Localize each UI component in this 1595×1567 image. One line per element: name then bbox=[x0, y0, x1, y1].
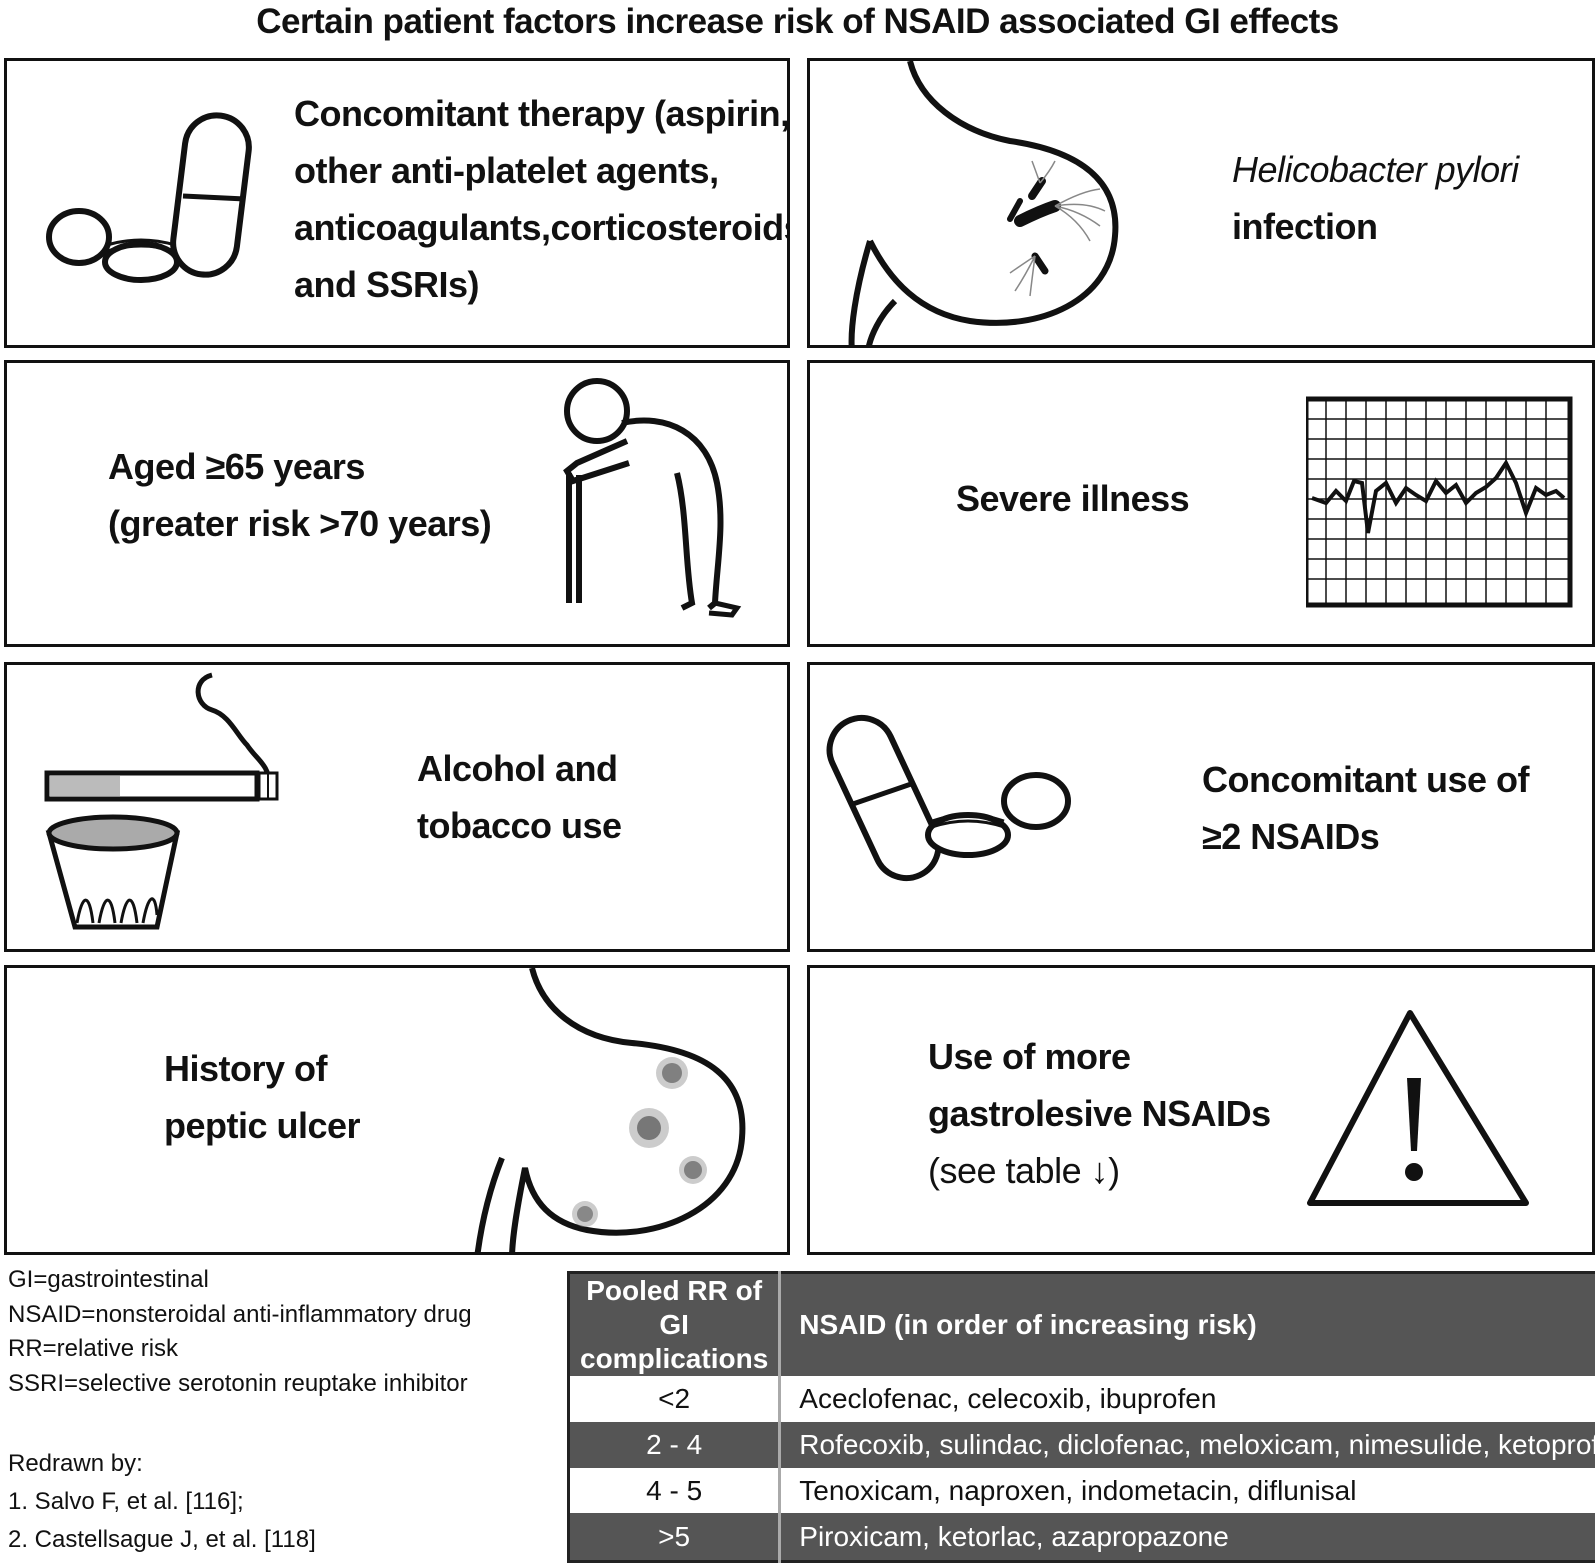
panel-h-pylori: Helicobacter pylori infection bbox=[807, 58, 1595, 348]
panel-severe-illness: Severe illness bbox=[807, 360, 1595, 647]
elderly-person-icon bbox=[563, 378, 742, 618]
legend-item: SSRI=selective serotonin reuptake inhibi… bbox=[8, 1369, 468, 1397]
h-pylori-text: Helicobacter pylori infection bbox=[1232, 141, 1519, 255]
text-line: Concomitant therapy (aspirin, bbox=[294, 93, 790, 134]
rr-cell: <2 bbox=[568, 1376, 782, 1422]
warning-triangle-icon bbox=[1307, 1010, 1529, 1206]
text-line: Aged ≥65 years bbox=[108, 446, 365, 487]
rr-cell: 4 - 5 bbox=[568, 1467, 782, 1514]
reference-item: 1. Salvo F, et al. [116]; bbox=[8, 1488, 244, 1515]
text-line: infection bbox=[1232, 206, 1378, 247]
cigarette-glass-icon bbox=[44, 672, 279, 930]
credits: Redrawn by: 1. Salvo F, et al. [116]; 2.… bbox=[8, 1445, 316, 1559]
legend-item: GI=gastrointestinal bbox=[8, 1266, 209, 1293]
pills-icon bbox=[46, 112, 252, 283]
nsaid-cell: Tenoxicam, naproxen, indometacin, diflun… bbox=[779, 1467, 1595, 1514]
nsaid-cell: Aceclofenac, celecoxib, ibuprofen bbox=[779, 1376, 1595, 1422]
text-line: Severe illness bbox=[956, 478, 1190, 519]
text-line: other anti-platelet agents, bbox=[294, 150, 719, 191]
stomach-ulcer-icon bbox=[474, 968, 746, 1252]
ecg-monitor-icon bbox=[1306, 396, 1573, 608]
text-line: Use of more bbox=[928, 1036, 1131, 1077]
two-nsaids-text: Concomitant use of ≥2 NSAIDs bbox=[1202, 751, 1530, 865]
text-line: Alcohol and bbox=[417, 748, 618, 789]
pills-icon bbox=[826, 714, 1071, 882]
legend-item: NSAID=nonsteroidal anti-inflammatory dru… bbox=[8, 1300, 472, 1328]
table-row: <2 Aceclofenac, celecoxib, ibuprofen bbox=[568, 1376, 1595, 1422]
nsaid-column-header: NSAID (in order of increasing risk) bbox=[779, 1272, 1595, 1376]
panel-peptic-ulcer: History of peptic ulcer bbox=[4, 965, 790, 1255]
text-line: peptic ulcer bbox=[164, 1105, 361, 1146]
see-table-note: (see table ↓) bbox=[928, 1150, 1120, 1191]
stomach-bacteria-icon bbox=[848, 61, 1119, 345]
header-line: Pooled RR of GI bbox=[586, 1275, 763, 1340]
panel-alcohol-tobacco: Alcohol and tobacco use bbox=[4, 662, 790, 952]
nsaid-risk-table: Pooled RR of GI complications NSAID (in … bbox=[567, 1271, 1595, 1563]
aged-text: Aged ≥65 years (greater risk >70 years) bbox=[108, 438, 492, 552]
concomitant-therapy-text: Concomitant therapy (aspirin, other anti… bbox=[294, 85, 790, 313]
text-line: gastrolesive NSAIDs bbox=[928, 1093, 1271, 1134]
page-title: Certain patient factors increase risk of… bbox=[256, 2, 1339, 41]
nsaid-cell: Piroxicam, ketorlac, azapropazone bbox=[779, 1513, 1595, 1562]
text-line: Concomitant use of bbox=[1202, 759, 1530, 800]
abbreviation-legend: GI=gastrointestinal NSAID=nonsteroidal a… bbox=[8, 1263, 472, 1401]
rr-column-header: Pooled RR of GI complications bbox=[568, 1272, 782, 1376]
table-row: 2 - 4 Rofecoxib, sulindac, diclofenac, m… bbox=[568, 1421, 1595, 1468]
text-line: tobacco use bbox=[417, 805, 622, 846]
credits-heading: Redrawn by: bbox=[8, 1450, 143, 1477]
rr-cell: >5 bbox=[568, 1513, 782, 1562]
text-line: anticoagulants,corticosteroids bbox=[294, 207, 790, 248]
panel-concomitant-therapy: Concomitant therapy (aspirin, other anti… bbox=[4, 58, 790, 348]
text-line: (greater risk >70 years) bbox=[108, 503, 492, 544]
h-pylori-italic: Helicobacter pylori bbox=[1232, 149, 1519, 190]
gastrolesive-text: Use of more gastrolesive NSAIDs (see tab… bbox=[928, 1028, 1271, 1199]
text-line: ≥2 NSAIDs bbox=[1202, 816, 1380, 857]
rr-cell: 2 - 4 bbox=[568, 1421, 782, 1468]
alcohol-tobacco-text: Alcohol and tobacco use bbox=[417, 740, 622, 854]
severe-illness-text: Severe illness bbox=[956, 470, 1190, 527]
table-row: >5 Piroxicam, ketorlac, azapropazone bbox=[568, 1513, 1595, 1562]
peptic-ulcer-text: History of peptic ulcer bbox=[164, 1040, 361, 1154]
nsaid-cell: Rofecoxib, sulindac, diclofenac, meloxic… bbox=[779, 1421, 1595, 1468]
panel-two-nsaids: Concomitant use of ≥2 NSAIDs bbox=[807, 662, 1595, 952]
text-line: and SSRIs) bbox=[294, 264, 480, 305]
table-header-row: Pooled RR of GI complications NSAID (in … bbox=[568, 1272, 1595, 1376]
legend-item: RR=relative risk bbox=[8, 1335, 179, 1362]
panel-gastrolesive: Use of more gastrolesive NSAIDs (see tab… bbox=[807, 965, 1595, 1255]
panel-aged: Aged ≥65 years (greater risk >70 years) bbox=[4, 360, 790, 647]
reference-item: 2. Castellsague J, et al. [118] bbox=[8, 1526, 316, 1553]
table-row: 4 - 5 Tenoxicam, naproxen, indometacin, … bbox=[568, 1467, 1595, 1514]
text-line: History of bbox=[164, 1048, 328, 1089]
header-line: complications bbox=[580, 1343, 769, 1374]
